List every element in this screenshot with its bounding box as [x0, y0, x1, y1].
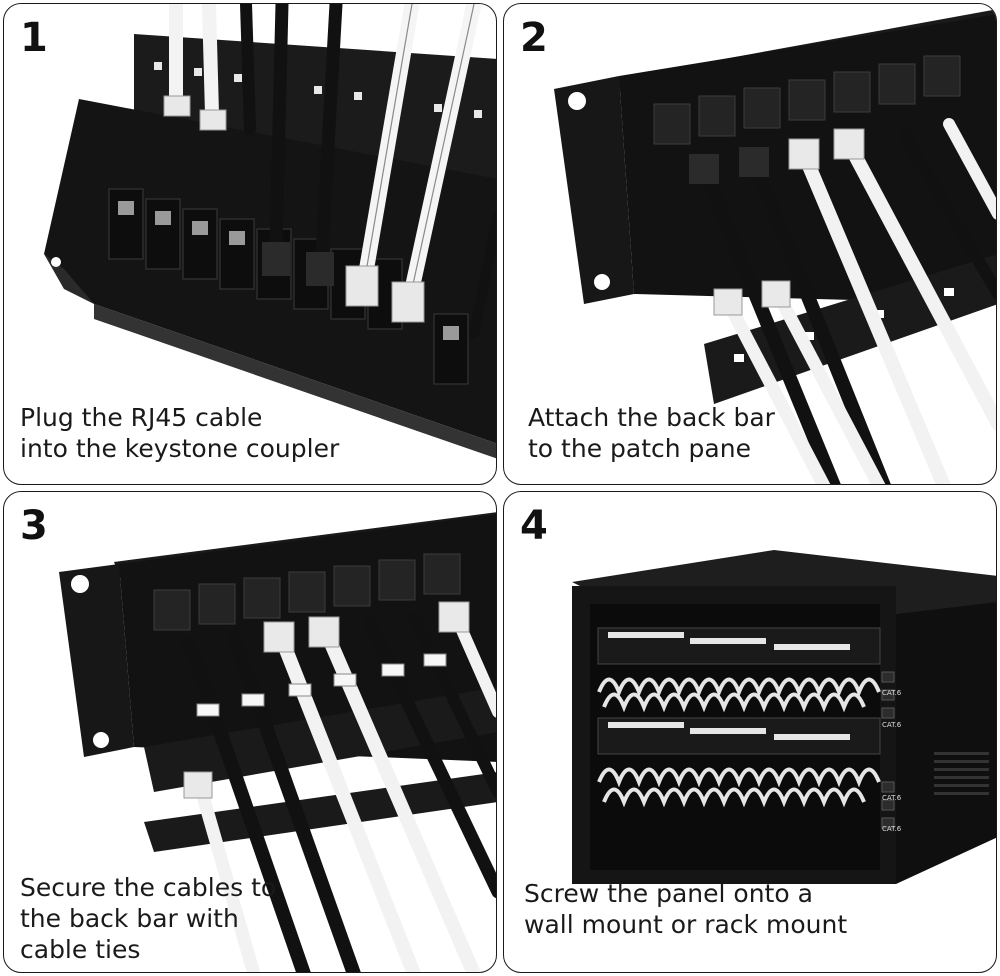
caption-line: into the keystone coupler: [20, 434, 340, 463]
caption-line: Screw the panel onto a: [524, 879, 813, 908]
cat6-label: CAT.6: [882, 721, 902, 729]
caption-line: to the patch pane: [528, 434, 751, 463]
step-number: 2: [520, 15, 548, 61]
caption-line: the back bar with: [20, 904, 239, 933]
cable-ties-illustration: [59, 512, 496, 972]
caption-line: wall mount or rack mount: [524, 910, 848, 939]
step-2-panel: 2 Attach the back bar to the patch pane: [503, 3, 997, 485]
step-number: 1: [20, 15, 48, 61]
step-number: 3: [20, 503, 48, 549]
step-caption: Screw the panel onto a wall mount or rac…: [524, 878, 847, 940]
rack-mount-illustration: [572, 550, 996, 884]
caption-line: Attach the back bar: [528, 403, 775, 432]
step-caption: Secure the cables to the back bar with c…: [20, 872, 276, 965]
step-caption: Attach the back bar to the patch pane: [528, 402, 775, 464]
cat6-label: CAT.6: [882, 794, 902, 802]
caption-line: cable ties: [20, 935, 141, 964]
keystone-plug-illustration: [44, 4, 496, 459]
caption-line: Secure the cables to: [20, 873, 277, 902]
step-4-panel: CAT.6 CAT.6 CAT.6 CAT.6 4 Screw the pane…: [503, 491, 997, 973]
cat6-label: CAT.6: [882, 825, 902, 833]
step-caption: Plug the RJ45 cable into the keystone co…: [20, 402, 339, 464]
step-1-panel: 1 Plug the RJ45 cable into the keystone …: [3, 3, 497, 485]
step-3-panel: 3 Secure the cables to the back bar with…: [3, 491, 497, 973]
step-number: 4: [520, 503, 548, 549]
caption-line: Plug the RJ45 cable: [20, 403, 263, 432]
back-bar-illustration: [554, 9, 996, 484]
cat6-label: CAT.6: [882, 689, 902, 697]
